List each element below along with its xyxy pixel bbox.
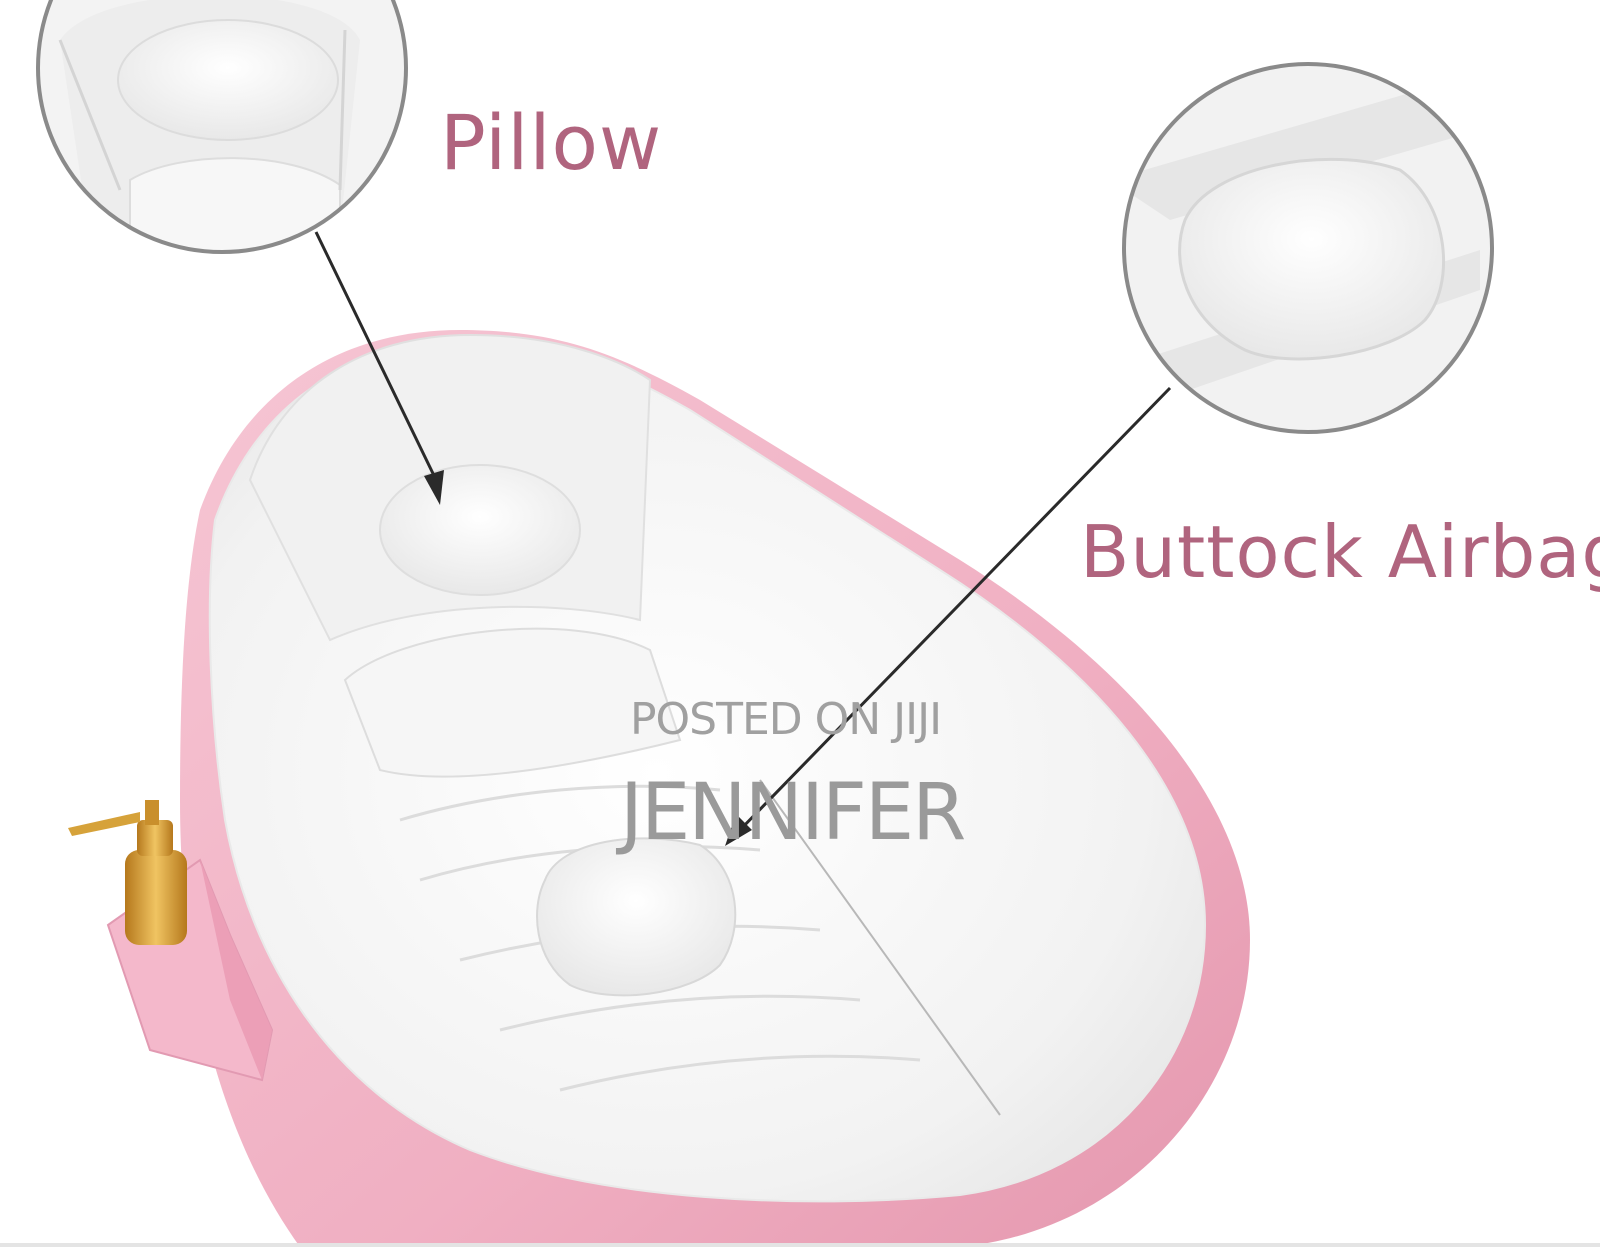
watermark-posted: POSTED ON JIJI [630, 694, 942, 745]
airbag-label: Buttock Airbag [1080, 510, 1600, 594]
tub-body [180, 330, 1250, 1247]
airbag-zoom-circle [1122, 62, 1494, 434]
airbag-arrow [725, 386, 1172, 846]
soap-bottle-pocket [68, 800, 274, 1082]
pillow-arrow [314, 231, 444, 505]
watermark-name: JENNIFER [620, 768, 966, 858]
bottom-divider [0, 1243, 1600, 1247]
pillow-label: Pillow [440, 98, 663, 187]
pillow-zoom-circle [36, 0, 408, 254]
